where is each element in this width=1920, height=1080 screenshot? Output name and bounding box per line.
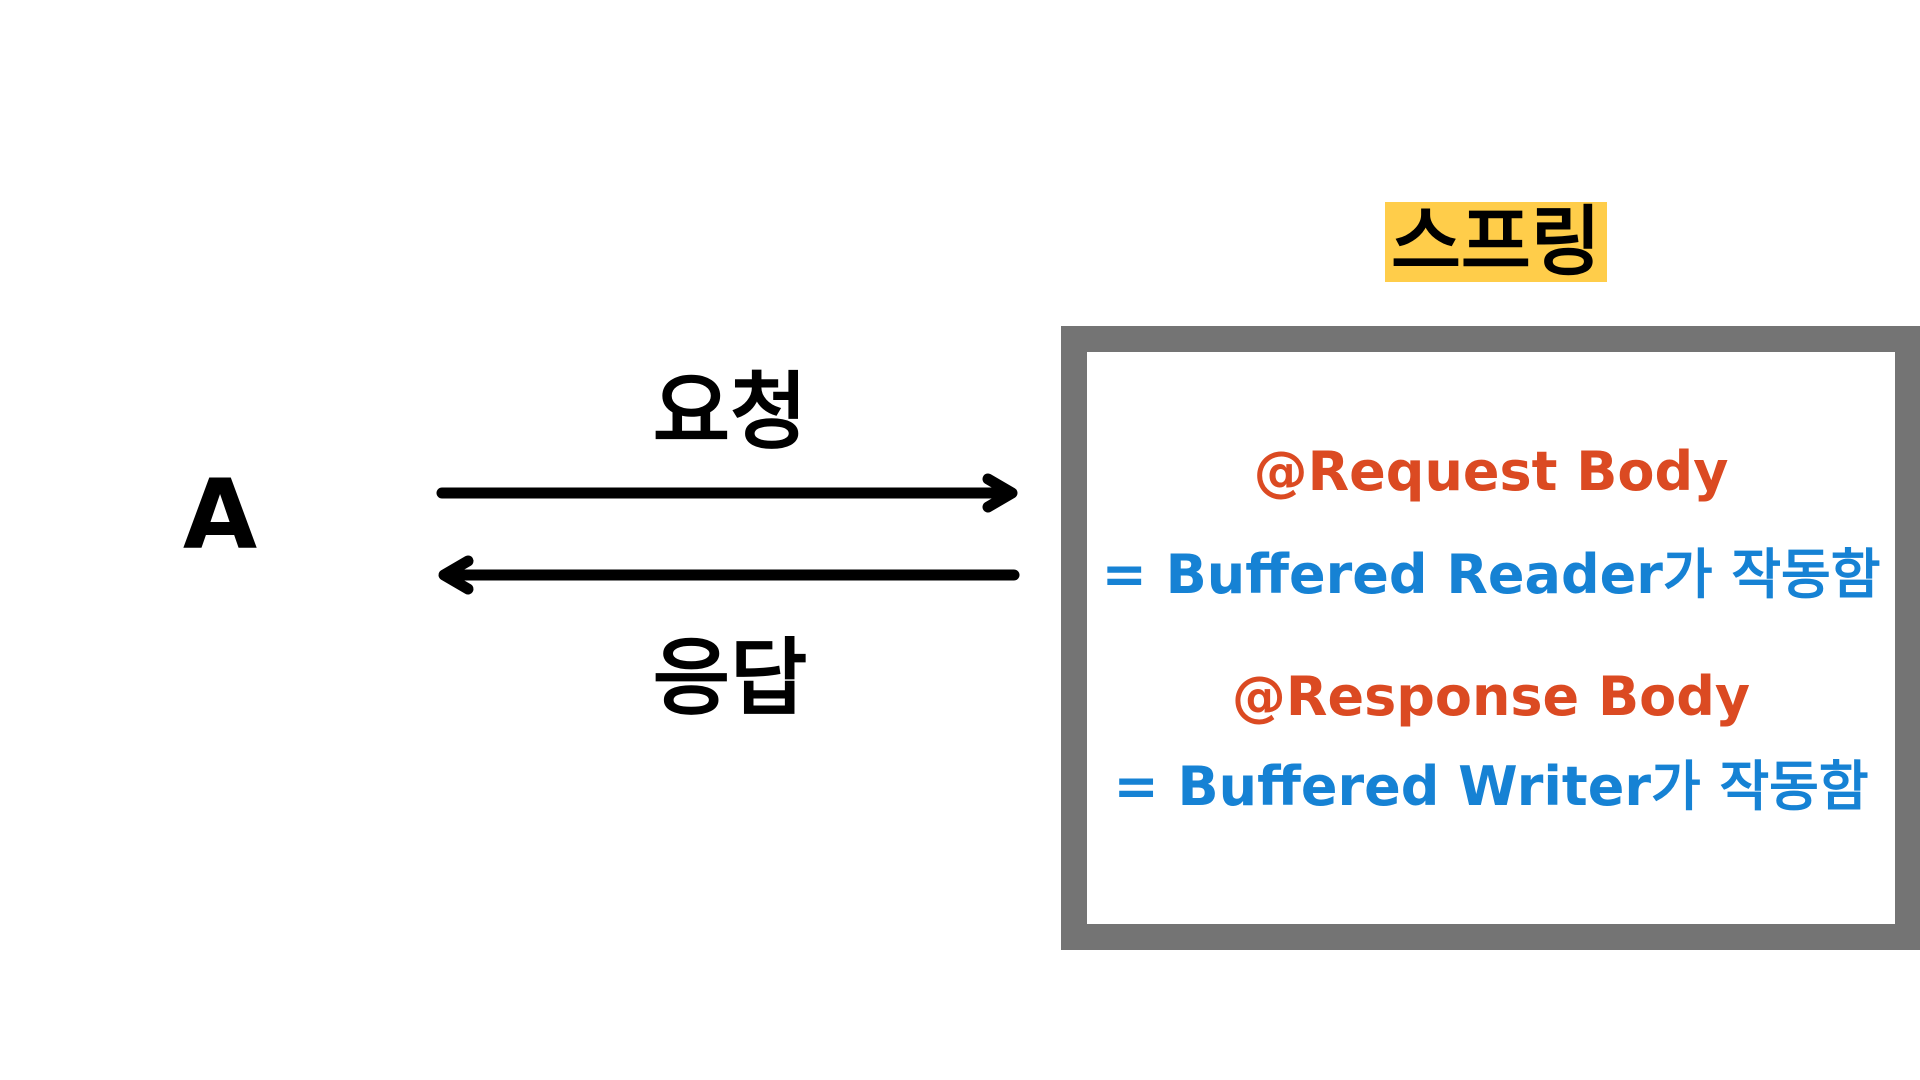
spring-box: @Request Body = Buffered Reader가 작동함 @Re… xyxy=(1061,326,1920,950)
client-node-label: A xyxy=(182,459,258,571)
response-body-annotation: @Response Body xyxy=(1231,665,1751,728)
request-body-annotation: @Request Body xyxy=(1253,440,1729,503)
response-label: 응답 xyxy=(652,629,808,727)
spring-title: 스프링 xyxy=(1385,202,1607,282)
response-body-meaning: = Buffered Writer가 작동함 xyxy=(1113,755,1869,818)
request-label: 요청 xyxy=(652,363,808,461)
response-arrow xyxy=(438,555,1020,595)
request-body-meaning: = Buffered Reader가 작동함 xyxy=(1101,543,1881,606)
request-arrow xyxy=(436,473,1018,513)
